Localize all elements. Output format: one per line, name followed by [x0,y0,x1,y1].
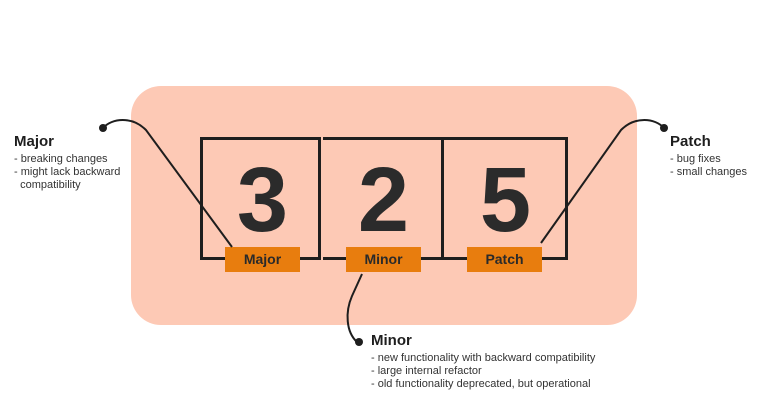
patch-number: 5 [479,149,532,251]
major-callout-line: - might lack backward [14,166,121,178]
patch-leader-line [540,119,665,244]
minor-leader-line [346,273,363,343]
patch-callout: Patch - bug fixes - small changes [670,133,747,179]
major-leader-line [102,119,233,248]
minor-number: 2 [357,149,410,251]
patch-callout-title: Patch [670,133,711,150]
major-callout-title: Major [14,133,55,150]
major-callout: Major - breaking changes - might lack ba… [14,133,120,192]
minor-callout-line: - new functionality with backward compat… [371,352,596,364]
minor-callout-line: - large internal refactor [371,365,482,377]
major-callout-line: - breaking changes [14,153,108,165]
background-panel [131,86,637,325]
patch-tag: Patch [467,247,542,272]
minor-callout: Minor - new functionality with backward … [371,332,595,391]
major-callout-line: compatibility [14,179,81,191]
minor-callout-line: - old functionality deprecated, but oper… [371,378,591,390]
patch-callout-line: - small changes [670,166,748,178]
major-number: 3 [236,149,289,251]
patch-leader-dot [660,124,668,132]
patch-callout-line: - bug fixes [670,153,721,165]
minor-callout-title: Minor [371,332,412,349]
major-leader-dot [99,124,107,132]
major-tag: Major [225,247,300,272]
minor-leader-dot [355,338,363,346]
minor-tag: Minor [346,247,421,272]
